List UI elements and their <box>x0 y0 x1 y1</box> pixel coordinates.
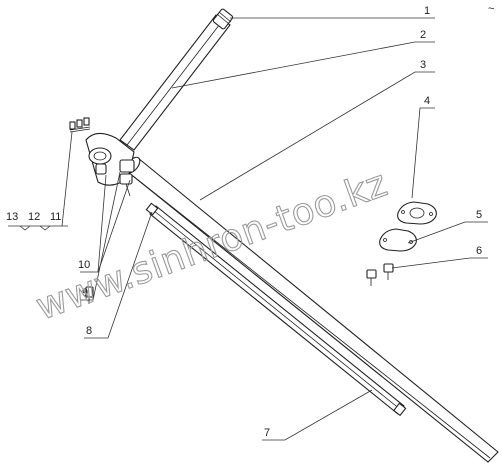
callout-6: 6 <box>476 245 482 257</box>
callout-3: 3 <box>420 59 426 71</box>
callouts: 1 2 3 4 5 6 7 8 9 10 11 12 13 ~ <box>6 3 494 439</box>
callout-11: 11 <box>50 211 61 223</box>
callout-10: 10 <box>78 259 90 271</box>
upper-tube <box>119 8 234 151</box>
callout-7: 7 <box>264 427 270 439</box>
watermark: www.sinhron-too.kz <box>30 161 393 328</box>
bolts <box>366 263 394 286</box>
cover-plate <box>379 228 417 252</box>
corner-mark: ~ <box>488 3 494 15</box>
callout-13: 13 <box>6 211 18 223</box>
callout-12: 12 <box>28 211 40 223</box>
rod-clip <box>85 286 94 304</box>
callout-1: 1 <box>424 5 430 17</box>
leader-lines <box>8 17 488 441</box>
callout-8: 8 <box>86 325 92 337</box>
callout-5: 5 <box>476 209 482 221</box>
callout-9: 9 <box>82 287 88 299</box>
gasket <box>397 201 437 225</box>
callout-2: 2 <box>420 29 426 41</box>
callout-4: 4 <box>424 95 430 107</box>
joint-assembly <box>69 117 135 197</box>
lower-rod <box>145 202 407 417</box>
